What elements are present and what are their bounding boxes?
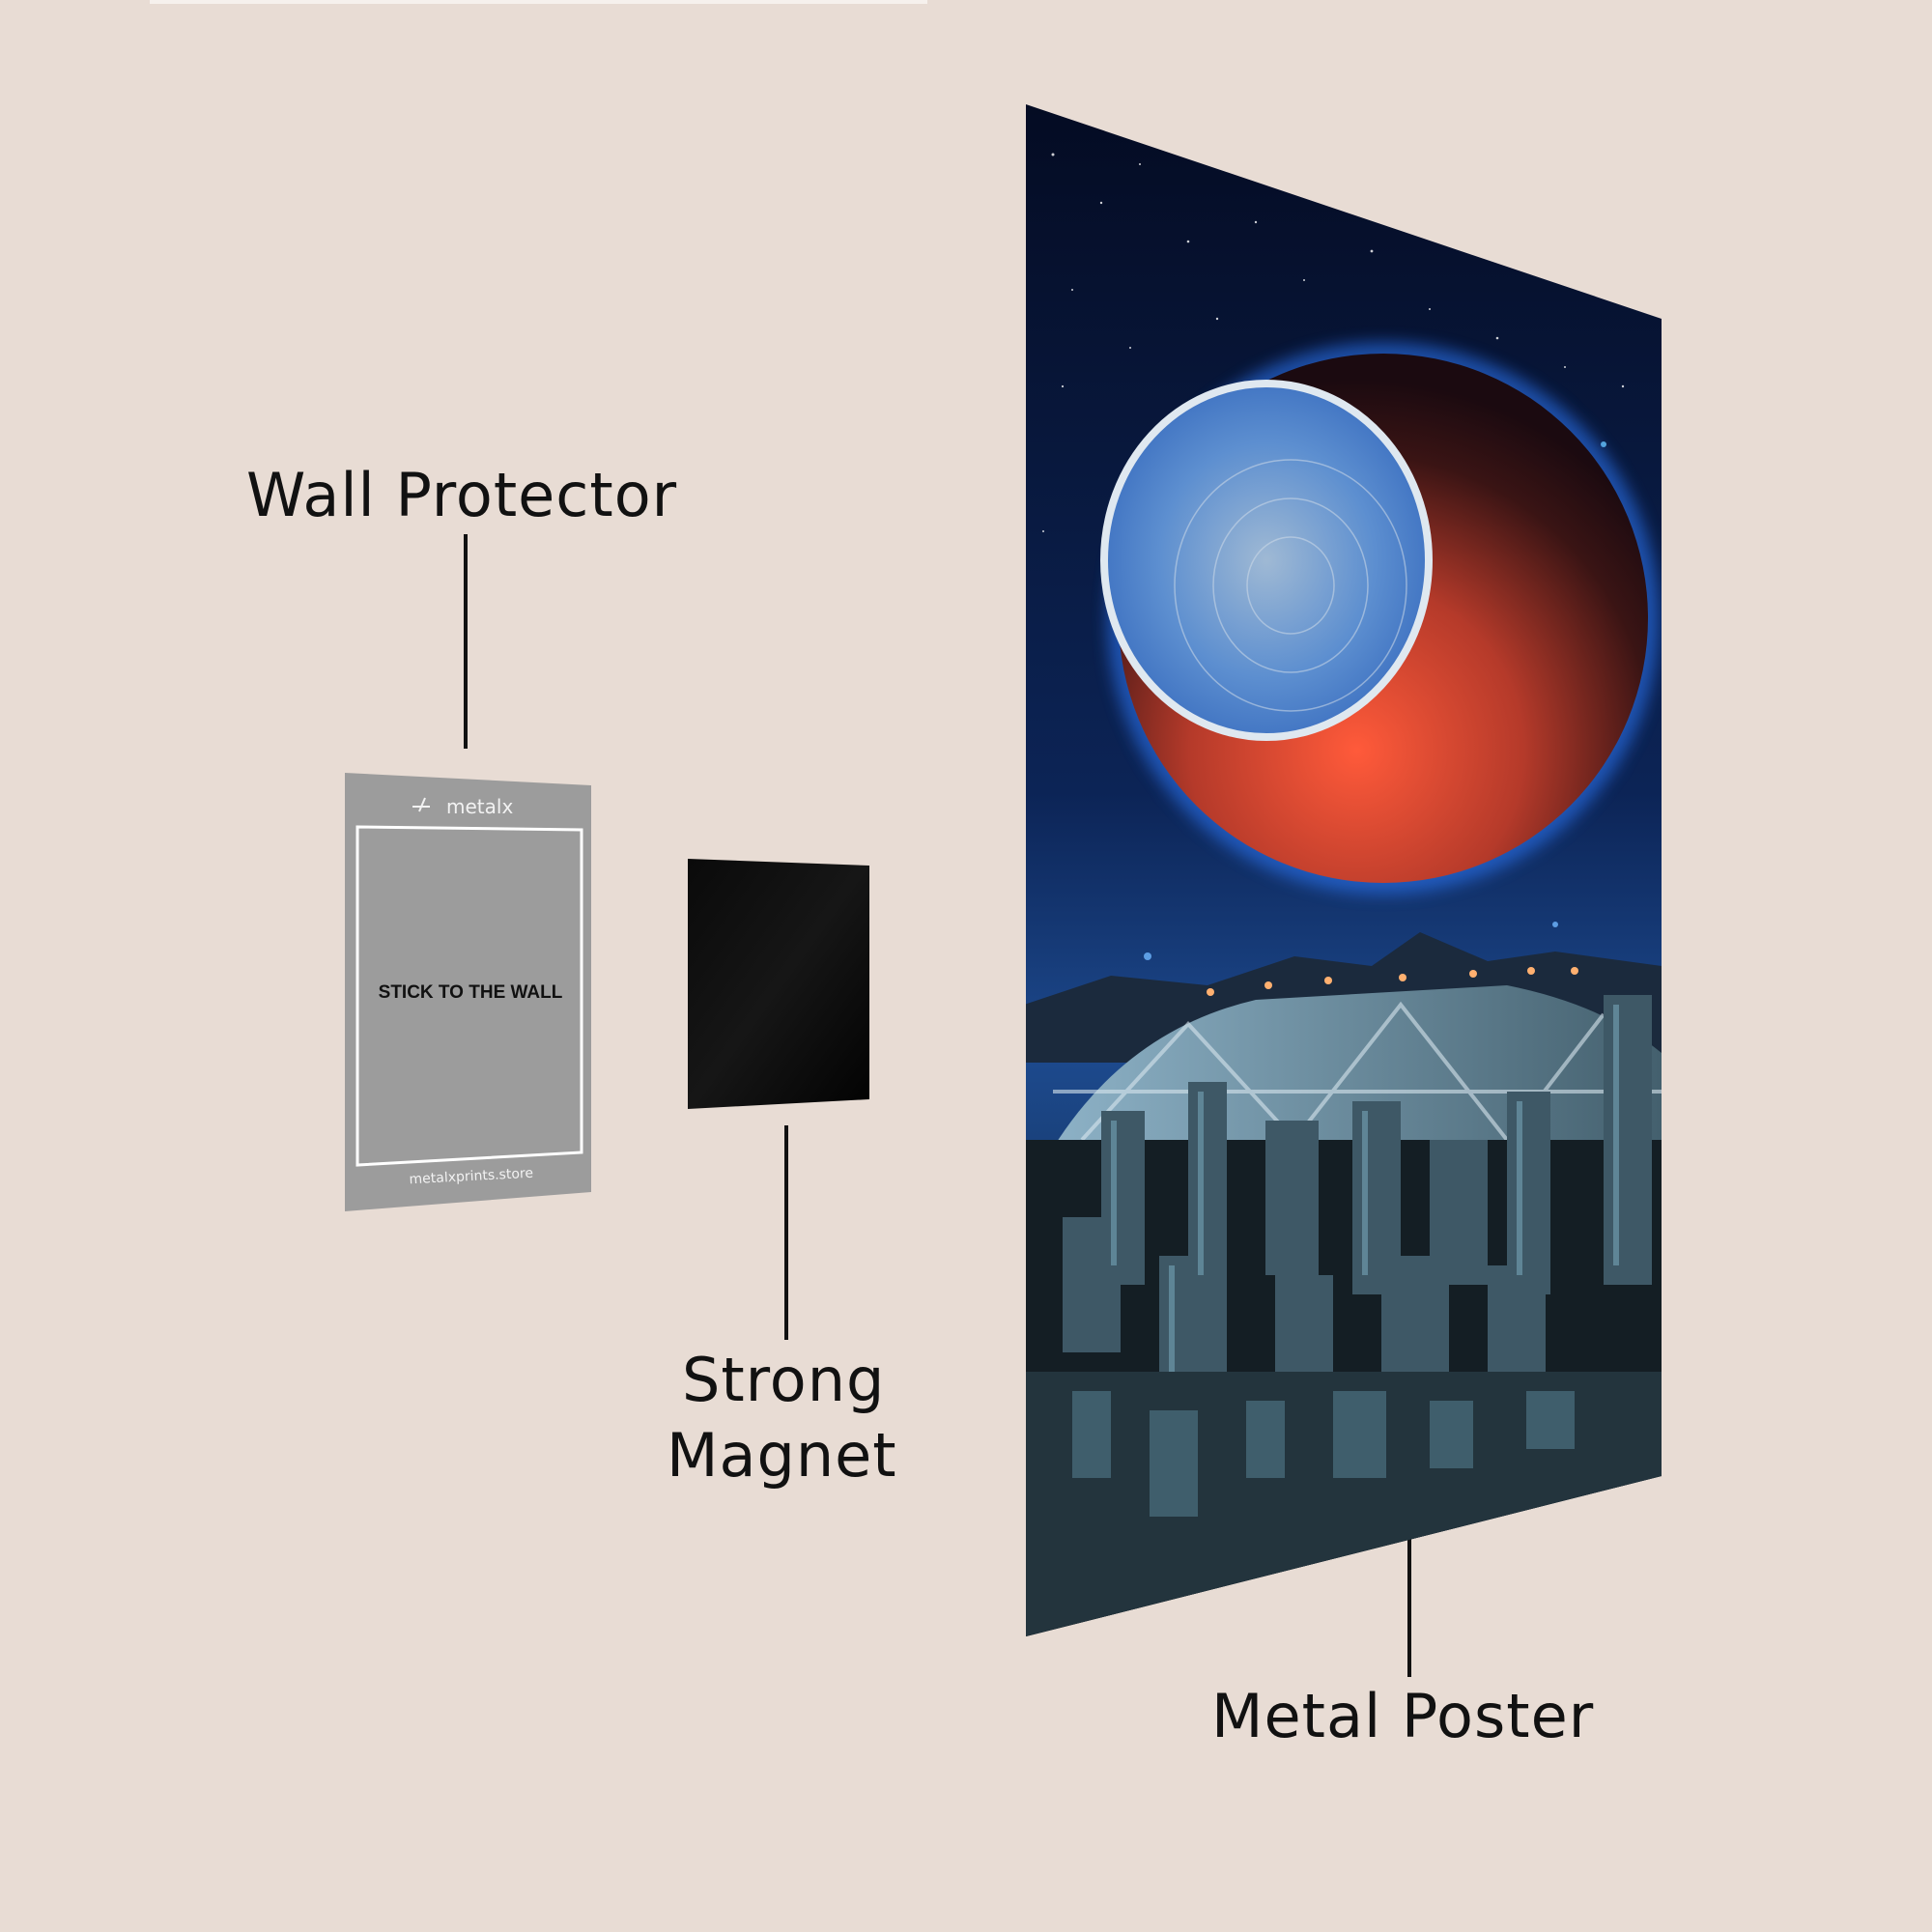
wall-protector-sheet [345, 773, 591, 1211]
wall-protector-instruction: STICK TO THE WALL [379, 982, 563, 1003]
metal-poster [1026, 104, 1662, 1636]
wall-protector-brand: metalx [446, 795, 513, 818]
poster-leader-line [1407, 1536, 1411, 1677]
magnet-leader-line [784, 1125, 788, 1340]
magnet-label-line2: Magnet [667, 1420, 897, 1491]
metalx-logo-icon [412, 797, 430, 812]
metal-poster-label: Metal Poster [1211, 1681, 1595, 1751]
stars [1042, 153, 1644, 960]
wall-protector: metalx STICK TO THE WALL metalxprints.st… [345, 773, 591, 1211]
magnet-label-line1: Strong [682, 1345, 886, 1415]
wall-protector-website: metalxprints.store [409, 1166, 533, 1188]
wall-protector-label: Wall Protector [246, 460, 678, 530]
top-edge-strip [150, 0, 927, 4]
strong-magnet [688, 859, 869, 1109]
wall-protector-leader-line [464, 534, 468, 749]
space-station [1100, 380, 1433, 741]
wall-protector-border [355, 825, 583, 1167]
